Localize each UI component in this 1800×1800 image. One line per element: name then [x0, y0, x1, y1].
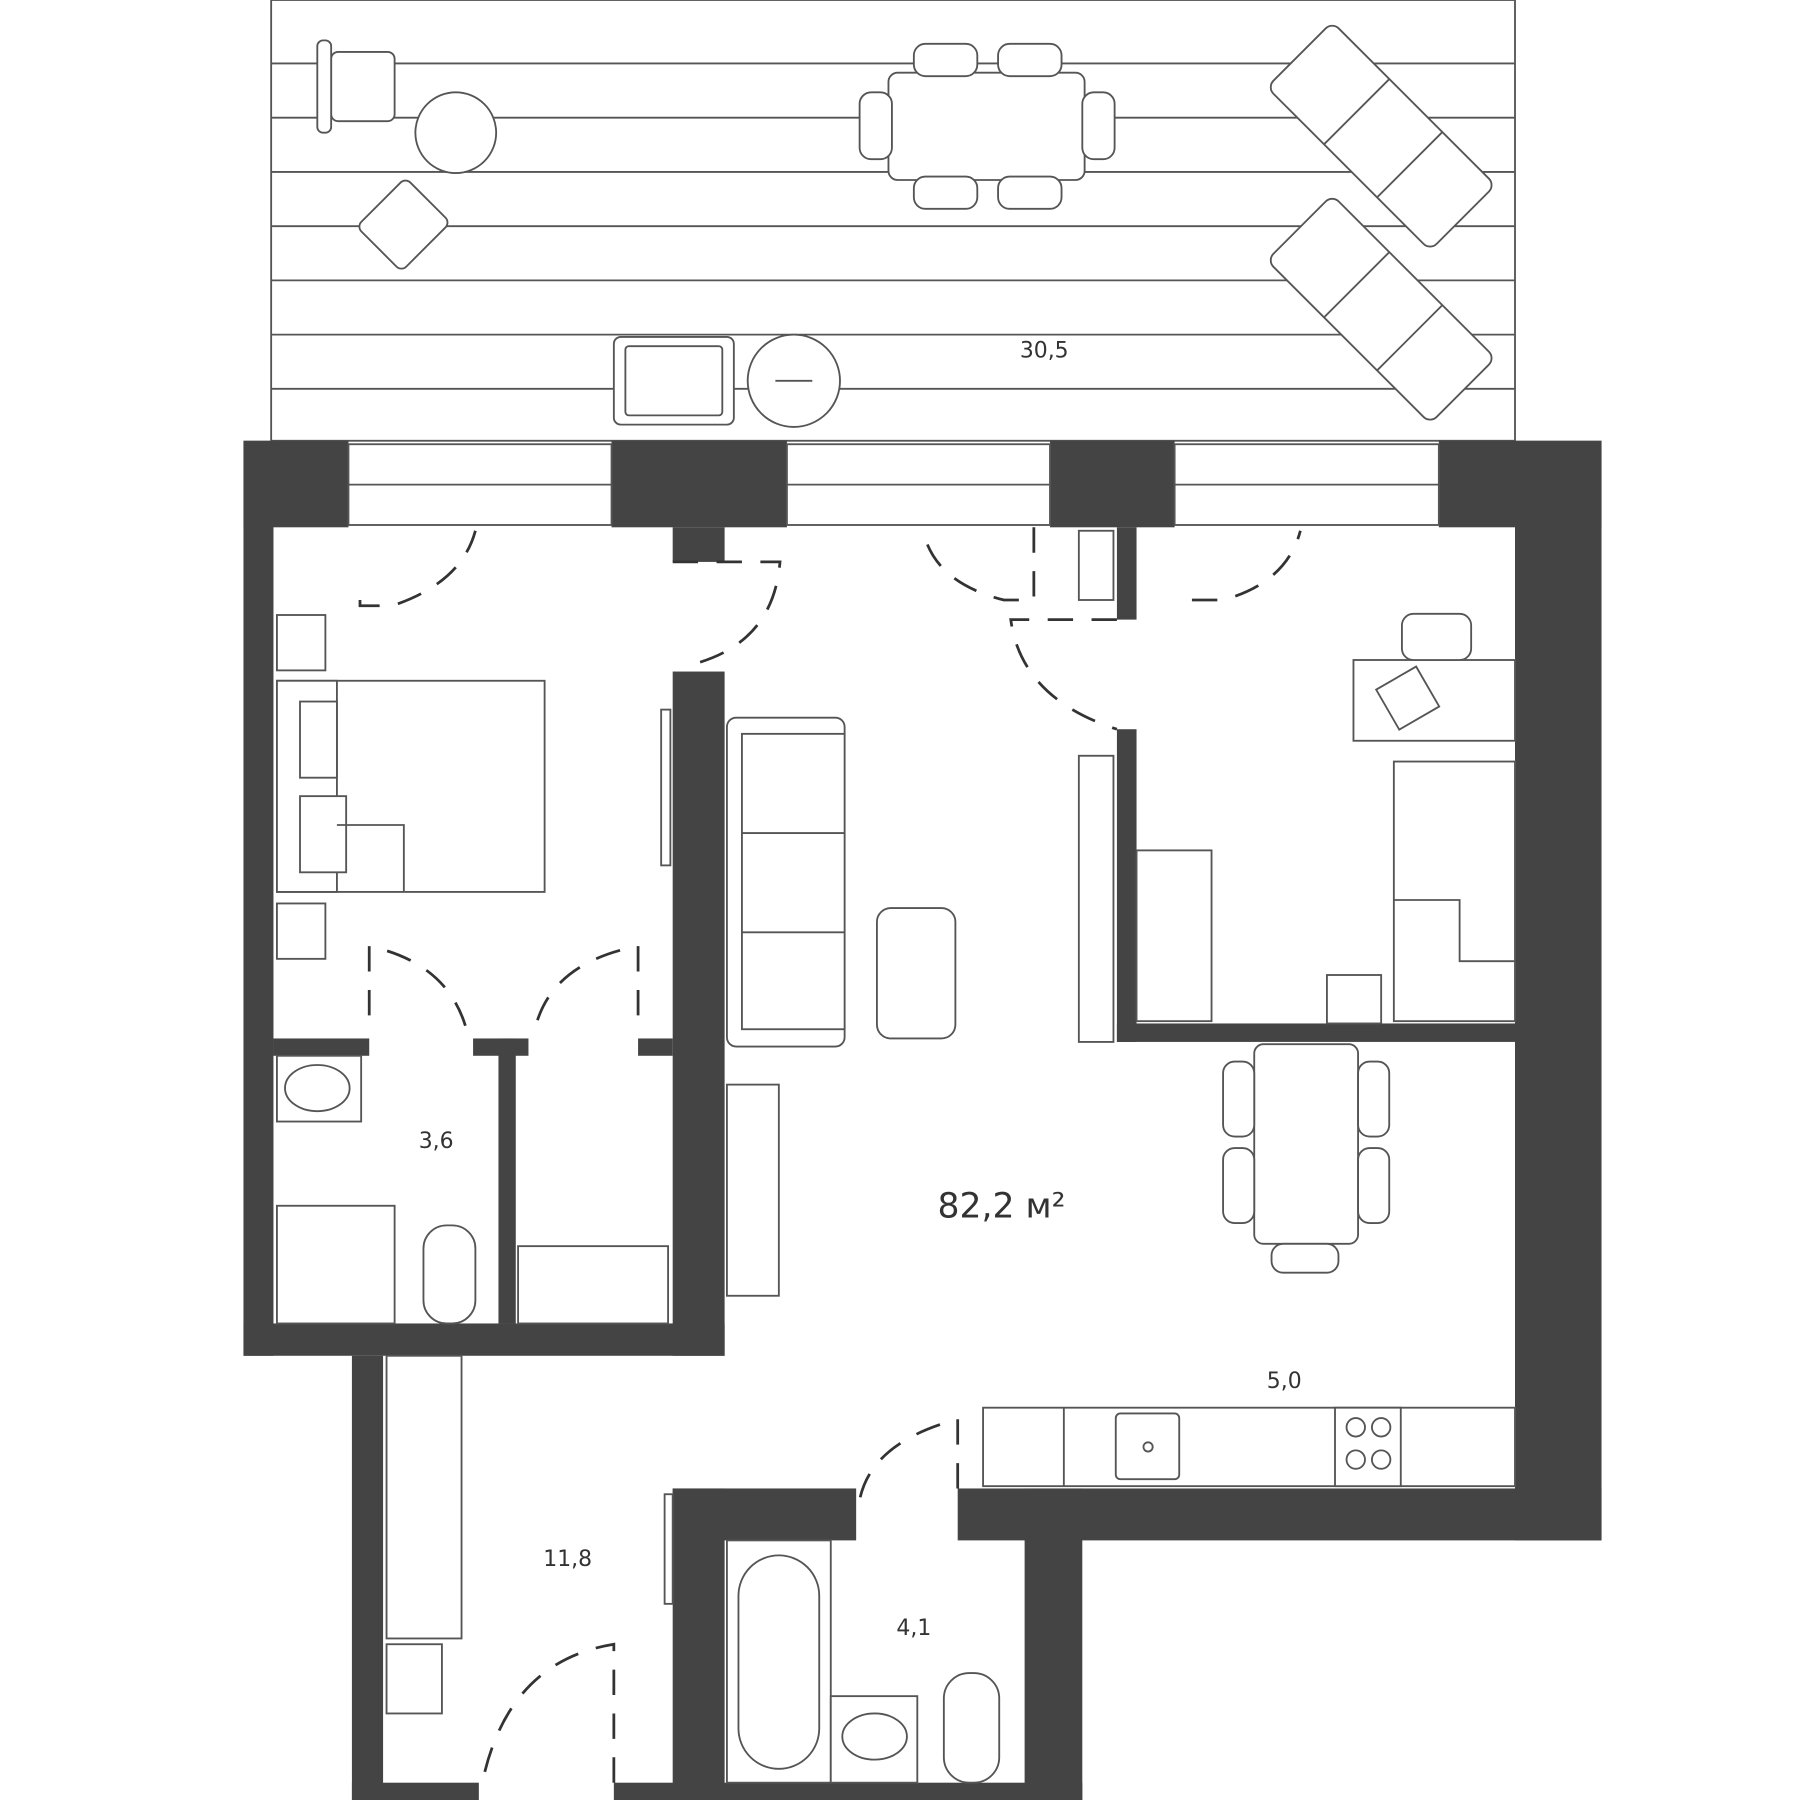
bedroom-furniture — [275, 614, 672, 960]
kitchen-area-label: 5,0 — [1267, 1369, 1302, 1394]
side-table — [414, 91, 498, 174]
windows — [347, 443, 1440, 526]
bedroom-2-furniture — [1135, 612, 1516, 1025]
total-area-label: 82,2 м² — [938, 1186, 1066, 1226]
living-furniture — [726, 529, 1115, 1297]
armchair-rotated — [358, 179, 449, 270]
bathroom-2-fixtures — [726, 1539, 1001, 1784]
grill — [612, 335, 735, 426]
sunbed-1 — [1269, 24, 1493, 248]
bathroom-1-fixtures — [275, 1054, 669, 1325]
round-table — [746, 333, 841, 428]
sunbed-2 — [1269, 197, 1493, 421]
bathroom-2-area-label: 4,1 — [896, 1616, 931, 1641]
dining-table-terrace — [858, 42, 1116, 210]
dining-table — [1222, 1043, 1391, 1274]
armchair-top — [316, 39, 396, 134]
terrace: 30,5 — [270, 0, 1516, 442]
bathroom-1-area-label: 3,6 — [419, 1129, 454, 1154]
walls — [243, 440, 1602, 1800]
doors — [358, 527, 1302, 1783]
kitchen-counter — [982, 1406, 1516, 1488]
hallway-area-label: 11,8 — [543, 1547, 592, 1572]
terrace-area-label: 30,5 — [1020, 339, 1069, 364]
hallway-furniture — [385, 1354, 674, 1715]
